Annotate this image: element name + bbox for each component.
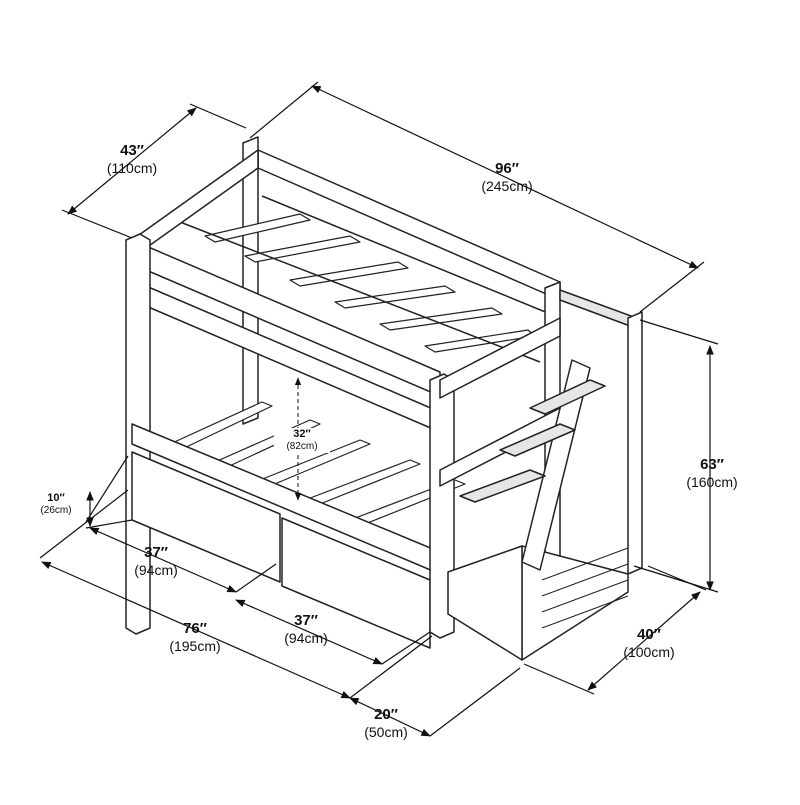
drawer-right-cm: (94cm) (284, 630, 328, 646)
length-cm: (245cm) (481, 178, 533, 194)
stair-width-label: 20″ (50cm) (346, 706, 426, 741)
drawer-right-label: 37″ (94cm) (266, 612, 346, 647)
back-left-post (242, 136, 259, 425)
bed-length-label: 76″ (195cm) (150, 620, 240, 655)
stair-depth-in: 40″ (637, 626, 661, 643)
drawer-left-label: 37″ (94cm) (116, 544, 196, 579)
width-in: 43″ (120, 142, 144, 159)
clearance-in: 32″ (293, 428, 311, 440)
drawer-height-label: 10″ (26cm) (28, 492, 84, 517)
stair-width-in: 20″ (374, 706, 398, 723)
dimension-lines (39, 81, 719, 737)
width-label: 43″ (110cm) (92, 142, 172, 177)
drawer-left-in: 37″ (144, 544, 168, 561)
drawer-height-cm: (26cm) (40, 505, 72, 517)
stair-base (447, 545, 523, 661)
drawer-right-in: 37″ (294, 612, 318, 629)
height-cm: (160cm) (686, 474, 738, 490)
step-2 (499, 423, 576, 457)
clearance-label: 32″ (82cm) (274, 428, 330, 454)
height-label: 63″ (160cm) (672, 456, 752, 491)
clearance-cm: (82cm) (286, 441, 318, 453)
upper-inner-rail (179, 221, 541, 363)
stair-depth-label: 40″ (100cm) (604, 626, 694, 661)
drawer-left-cm: (94cm) (134, 562, 178, 578)
height-in: 63″ (700, 456, 724, 473)
bed-length-in: 76″ (183, 620, 207, 637)
length-in: 96″ (495, 160, 519, 177)
drawer-height-in: 10″ (47, 492, 65, 504)
width-cm: (110cm) (106, 160, 158, 176)
length-label: 96″ (245cm) (462, 160, 552, 195)
stair-width-cm: (50cm) (364, 724, 408, 740)
step-1 (459, 469, 546, 503)
stair-stringer (521, 359, 591, 571)
bed-length-cm: (195cm) (169, 638, 221, 654)
bed-frame (125, 136, 643, 661)
right-end-upper (439, 317, 561, 399)
step-3 (529, 379, 606, 415)
stair-depth-cm: (100cm) (623, 644, 675, 660)
stair-back-post (627, 311, 643, 575)
